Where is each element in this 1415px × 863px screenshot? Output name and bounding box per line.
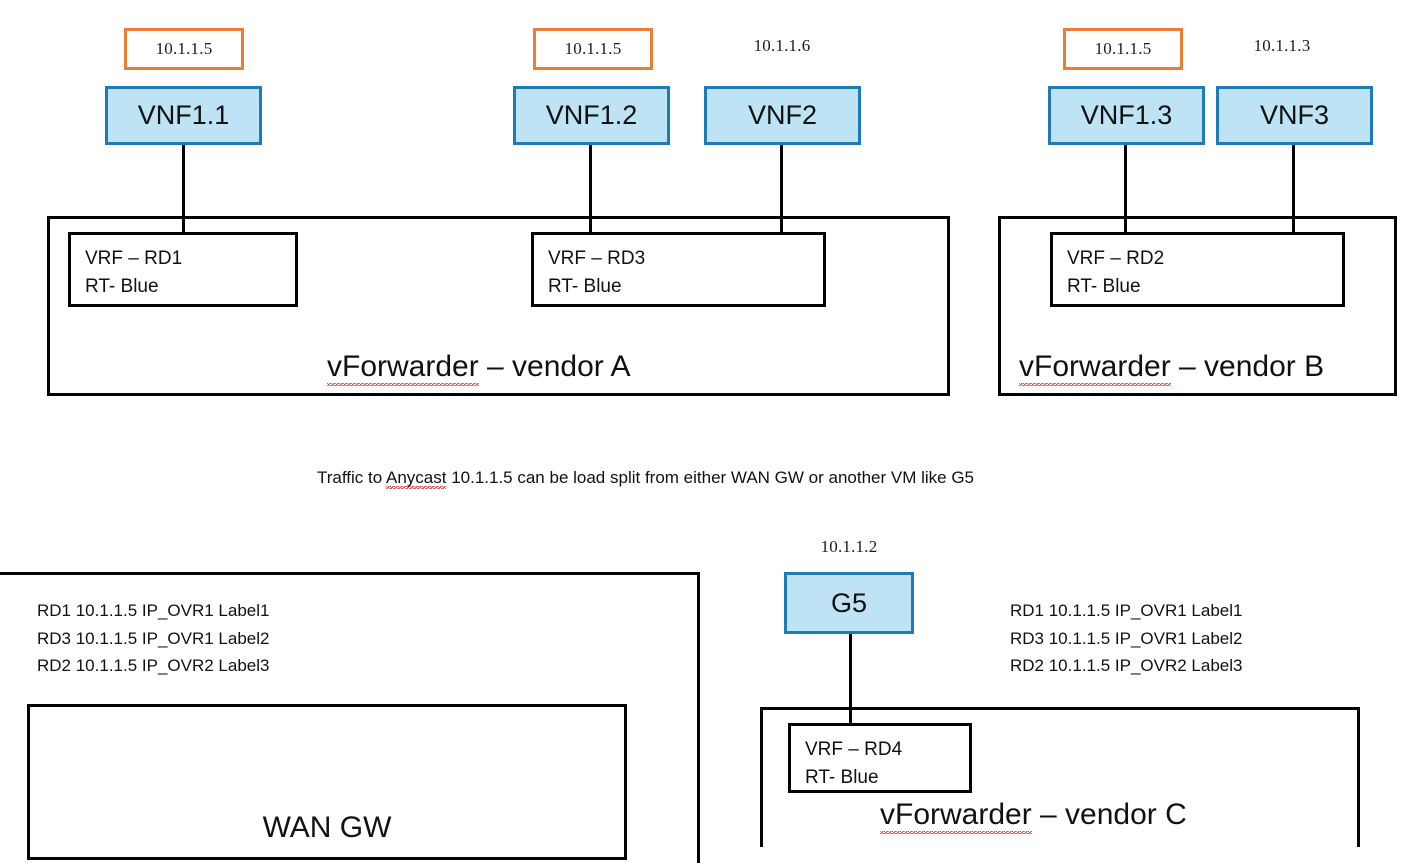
- container-vforwarder-vendor-b: [998, 216, 1397, 396]
- title-remainder: – vendor A: [478, 350, 631, 383]
- vrf-rt-label: RT- Blue: [548, 275, 622, 297]
- ip-label-vnf11: 10.1.1.5: [124, 28, 244, 70]
- vrf-rd-label: VRF – RD2: [1067, 248, 1165, 269]
- node-vnf12[interactable]: VNF1.2: [513, 86, 670, 145]
- title-spellchecked-word: vForwarder: [880, 798, 1032, 834]
- title-spellchecked-word: vForwarder: [1019, 350, 1171, 386]
- vrf-rt-label: RT- Blue: [805, 766, 879, 788]
- container-vforwarder-vendor-a: [47, 216, 950, 396]
- vrf-rt-label: RT- Blue: [1067, 275, 1141, 297]
- caption-part-2: 10.1.1.5 can be load split from either W…: [446, 468, 975, 487]
- ip-label-vnf2: 10.1.1.6: [753, 36, 811, 55]
- vrf-box-rd4: VRF – RD4 RT- Blue: [788, 723, 972, 793]
- node-vnf2[interactable]: VNF2: [704, 86, 861, 145]
- vrf-box-rd1: VRF – RD1 RT- Blue: [68, 232, 298, 307]
- vrf-box-rd2: VRF – RD2 RT- Blue: [1050, 232, 1345, 307]
- diagram-caption: Traffic to Anycast 10.1.1.5 can be load …: [317, 468, 975, 489]
- title-remainder: – vendor B: [1170, 350, 1325, 383]
- connector-vnf3-to-rd2: [1292, 145, 1295, 252]
- title-vforwarder-vendor-b: vForwarder – vendor B: [1019, 350, 1325, 386]
- node-vnf11[interactable]: VNF1.1: [105, 86, 262, 145]
- ip-label-vnf13: 10.1.1.5: [1063, 28, 1183, 70]
- route-row: RD1 10.1.1.5 IP_OVR1 Label1: [1010, 601, 1243, 620]
- route-row: RD3 10.1.1.5 IP_OVR1 Label2: [37, 628, 270, 648]
- route-row: RD2 10.1.1.5 IP_OVR2 Label3: [1010, 656, 1243, 676]
- node-g5[interactable]: G5: [784, 572, 914, 634]
- title-spellchecked-word: vForwarder: [327, 350, 479, 386]
- connector-vnf13-to-rd2: [1124, 145, 1127, 252]
- route-row: RD1 10.1.1.5 IP_OVR1 Label1: [37, 601, 270, 620]
- route-table-g5: RD1 10.1.1.5 IP_OVR1 Label1 RD3 10.1.1.5…: [1010, 597, 1242, 680]
- vrf-rd-label: VRF – RD4: [805, 739, 903, 760]
- vrf-rt-label: RT- Blue: [85, 275, 159, 297]
- ip-label-vnf12: 10.1.1.5: [533, 28, 653, 70]
- connector-vnf11-to-rd1: [182, 145, 185, 252]
- connector-vnf12-to-rd3: [589, 145, 592, 252]
- title-vforwarder-vendor-c: vForwarder – vendor C: [880, 798, 1187, 834]
- vrf-box-rd3: VRF – RD3 RT- Blue: [531, 232, 826, 307]
- route-row: RD3 10.1.1.5 IP_OVR1 Label2: [1010, 628, 1243, 648]
- caption-spellchecked-word: Anycast: [385, 468, 447, 489]
- vrf-rd-label: VRF – RD1: [85, 248, 183, 269]
- caption-part-1: Traffic to: [317, 468, 386, 487]
- route-table-wan-gw: RD1 10.1.1.5 IP_OVR1 Label1 RD3 10.1.1.5…: [37, 597, 269, 680]
- connector-g5-to-rd4: [849, 634, 852, 744]
- ip-label-g5: 10.1.1.2: [820, 537, 878, 556]
- wan-gw-box: WAN GW: [27, 704, 627, 860]
- connector-vnf2-to-rd3: [780, 145, 783, 252]
- node-vnf3[interactable]: VNF3: [1216, 86, 1373, 145]
- ip-label-vnf3: 10.1.1.3: [1253, 36, 1311, 55]
- node-vnf13[interactable]: VNF1.3: [1048, 86, 1205, 145]
- container-vforwarder-vendor-c: [760, 707, 1360, 847]
- title-remainder: – vendor C: [1031, 798, 1187, 831]
- container-wan-gw-outer: [0, 572, 700, 863]
- vrf-rd-label: VRF – RD3: [548, 248, 646, 269]
- title-vforwarder-vendor-a: vForwarder – vendor A: [327, 350, 631, 386]
- route-row: RD2 10.1.1.5 IP_OVR2 Label3: [37, 656, 270, 676]
